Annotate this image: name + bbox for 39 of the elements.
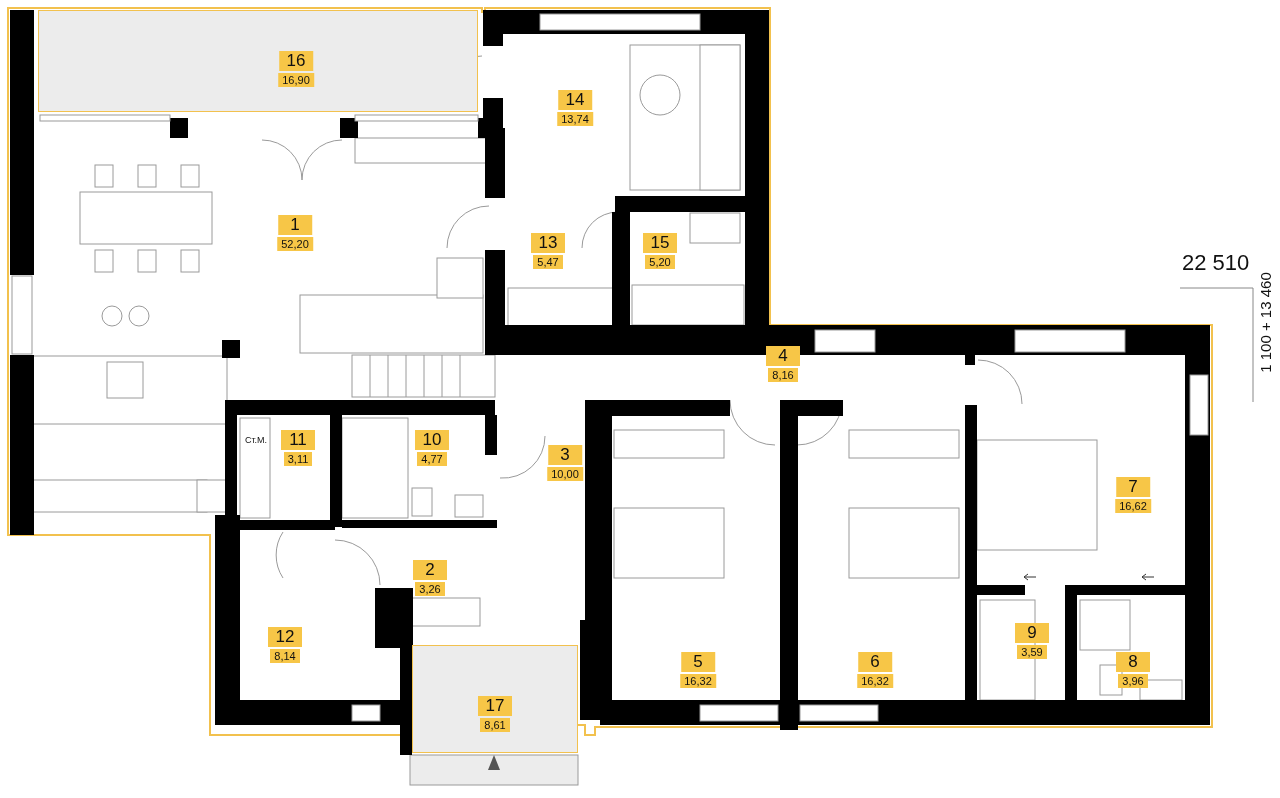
room-size-label: 10,00	[547, 467, 583, 481]
room-number: 11	[281, 430, 315, 450]
room-number: 5	[681, 652, 715, 672]
porch-area	[412, 645, 578, 753]
room-number: 16	[279, 51, 313, 71]
room-number: 9	[1015, 623, 1049, 643]
room-number: 12	[268, 627, 302, 647]
room-number: 7	[1116, 477, 1150, 497]
room-number: 1	[278, 215, 312, 235]
room-size-label: 3,26	[415, 582, 445, 596]
room-size-label: 52,20	[277, 237, 313, 251]
room-number: 14	[558, 90, 592, 110]
room-number: 4	[766, 346, 800, 366]
room-size-label: 13,74	[557, 112, 593, 126]
room-size-label: 3,96	[1118, 674, 1148, 688]
room-size-label: 8,14	[270, 649, 300, 663]
dimension-value: 1 100 + 13 460	[1256, 271, 1274, 373]
room-number: 3	[548, 445, 582, 465]
room-size-label: 8,61	[480, 718, 510, 732]
room-number: 8	[1116, 652, 1150, 672]
room-size-label: 3,11	[283, 452, 313, 466]
porch-area	[38, 10, 478, 112]
room-number: 17	[478, 696, 512, 716]
room-number: 6	[858, 652, 892, 672]
room-size-label: 16,62	[1115, 499, 1151, 513]
room-size-label: 3,59	[1017, 645, 1047, 659]
room-size-label: 8,16	[768, 368, 798, 382]
fixture-label: Ст.М.	[245, 435, 268, 445]
room-size-label: 5,47	[533, 255, 563, 269]
room-size-label: 16,32	[680, 674, 716, 688]
room-size-label: 16,32	[857, 674, 893, 688]
room-number: 2	[413, 560, 447, 580]
room-number: 13	[531, 233, 565, 253]
room-size-label: 5,20	[645, 255, 675, 269]
room-number: 15	[643, 233, 677, 253]
room-size-label: 16,90	[278, 73, 314, 87]
room-number: 10	[415, 430, 449, 450]
room-size-label: 4,77	[417, 452, 447, 466]
dimension-value: 22 510	[1182, 250, 1250, 276]
